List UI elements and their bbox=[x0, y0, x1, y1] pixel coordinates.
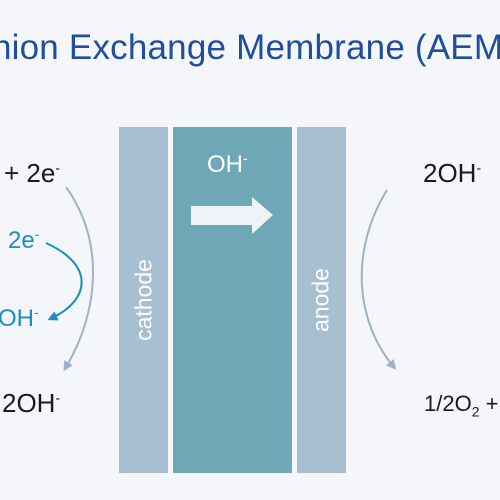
right-top-charge: - bbox=[476, 159, 482, 176]
left-bottom-term: 2OH- bbox=[2, 388, 60, 419]
left-electron-charge: - bbox=[34, 226, 40, 242]
left-oh-charge: - bbox=[34, 304, 39, 320]
right-bottom-prefix: 1/2O bbox=[424, 391, 472, 416]
left-top-charge: - bbox=[55, 159, 60, 176]
left-top-base: + 2e bbox=[4, 158, 56, 188]
left-electron-base: 2e bbox=[8, 227, 35, 254]
ion-base: OH bbox=[207, 151, 243, 178]
anode-layer bbox=[297, 127, 346, 473]
right-bottom-sub: 2 bbox=[471, 403, 480, 420]
diagram-title: nion Exchange Membrane (AEM bbox=[0, 28, 500, 67]
ion-charge: - bbox=[243, 150, 248, 166]
left-teal-arrow bbox=[45, 242, 83, 321]
ion-label: OH- bbox=[207, 150, 248, 179]
left-oh-term: OH- bbox=[0, 304, 39, 333]
left-gray-arrow bbox=[63, 186, 94, 372]
left-top-term: + 2e- bbox=[4, 158, 60, 189]
right-bottom-term: 1/2O2 + bbox=[424, 391, 498, 419]
right-top-term: 2OH- bbox=[423, 158, 481, 189]
right-top-base: 2OH bbox=[423, 158, 477, 188]
right-gray-arrow bbox=[360, 189, 397, 370]
right-bottom-suffix: + bbox=[479, 391, 499, 416]
left-bottom-charge: - bbox=[55, 389, 61, 406]
left-oh-base: OH bbox=[0, 305, 34, 332]
membrane-layer bbox=[173, 127, 292, 473]
left-bottom-base: 2OH bbox=[2, 388, 56, 418]
cathode-layer bbox=[119, 127, 168, 473]
left-electron-term: 2e- bbox=[8, 226, 39, 255]
ion-transport-arrow bbox=[191, 197, 273, 234]
